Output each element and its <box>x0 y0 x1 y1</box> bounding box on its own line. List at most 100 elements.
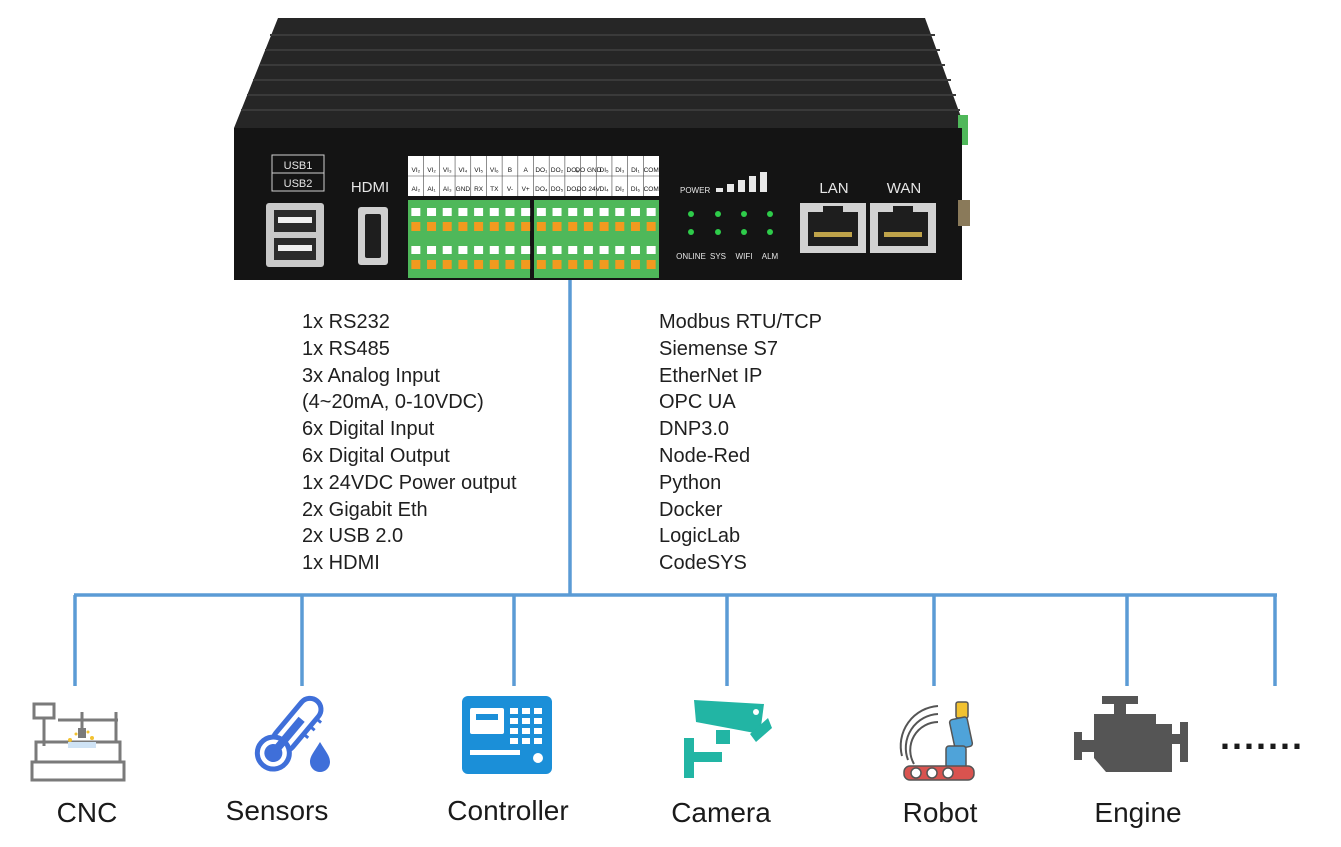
terminal-screw-hole <box>630 208 640 216</box>
terminal-screw-hole <box>536 208 546 216</box>
terminal-screw-hole <box>458 208 468 216</box>
terminal-label-bottom: V- <box>507 186 513 193</box>
protocol-item: DNP3.0 <box>659 418 730 441</box>
terminal-label-top: VI₆ <box>490 167 499 174</box>
terminal-label-bottom: AI₃ <box>443 186 452 193</box>
terminal-release-tab <box>536 260 546 269</box>
terminal-screw-hole <box>474 208 484 216</box>
terminal-screw-hole <box>442 246 452 254</box>
terminal-label-bottom: TX <box>490 186 499 193</box>
thermometer-icon <box>254 695 330 772</box>
terminal-release-tab <box>427 260 437 269</box>
terminal-release-tab <box>474 260 484 269</box>
protocol-item: LogicLab <box>659 525 741 548</box>
terminal-release-tab <box>489 260 499 269</box>
device-label-sensors: Sensors <box>225 795 329 826</box>
terminal-label-bottom: V+ <box>522 186 530 193</box>
terminal-screw-hole <box>646 208 656 216</box>
terminal-release-tab <box>568 260 578 269</box>
terminal-label-top: DO₁ <box>535 167 548 174</box>
protocol-item: OPC UA <box>659 391 736 414</box>
terminal-release-tab <box>646 260 656 269</box>
terminal-label-top: VI₂ <box>427 167 436 174</box>
terminal-label-bottom: AI₂ <box>412 186 421 193</box>
terminal-release-tab <box>505 222 515 231</box>
terminal-release-tab <box>599 260 609 269</box>
protocol-item: Modbus RTU/TCP <box>659 311 823 333</box>
terminal-label-top: VI₅ <box>474 167 483 174</box>
led-label-wifi: WIFI <box>736 252 753 261</box>
terminal-screw-hole <box>427 246 437 254</box>
io-feature-item: 3x Analog Input <box>302 364 440 387</box>
terminal-label-bottom: DI₄ <box>600 186 610 193</box>
device-label-controller: Controller <box>447 795 569 826</box>
terminal-label-top: B <box>508 167 512 174</box>
terminal-label-bottom: GND <box>456 186 471 193</box>
terminal-screw-hole <box>646 246 656 254</box>
terminal-release-tab <box>489 222 499 231</box>
protocol-item: CodeSYS <box>659 552 747 575</box>
terminal-screw-hole <box>505 246 515 254</box>
terminal-screw-hole <box>568 208 578 216</box>
terminal-label-top: DI₅ <box>600 167 610 174</box>
io-feature-list: 1x RS232 1x RS485 3x Analog Input (4~20m… <box>302 309 517 577</box>
terminal-screw-hole <box>458 246 468 254</box>
heatsink-top <box>234 18 965 128</box>
device-label-engine: Engine <box>1094 797 1182 828</box>
io-feature-item: 6x Digital Output <box>302 444 450 467</box>
io-feature-item: 2x USB 2.0 <box>302 525 404 548</box>
terminal-release-tab <box>521 260 531 269</box>
terminal-label-top: DI₃ <box>615 167 625 174</box>
terminal-release-tab <box>646 222 656 231</box>
terminal-label-top: DI₁ <box>631 167 641 174</box>
terminal-screw-hole <box>505 208 515 216</box>
terminal-label-top: VI₂ <box>412 167 421 174</box>
terminal-screw-hole <box>615 246 625 254</box>
terminal-label-bottom: DI₆ <box>631 186 641 193</box>
protocol-list: Modbus RTU/TCP Siemense S7 EtherNet IP O… <box>659 309 822 577</box>
terminal-label-bottom: DO₆ <box>567 186 580 193</box>
terminal-release-tab <box>630 222 640 231</box>
wan-label: WAN <box>887 180 921 197</box>
terminal-screw-hole <box>552 246 562 254</box>
gateway-device: USB1 USB2 HDMI VI₂AI₂VI₂AI₁VI₃AI₃VI₄GNDV… <box>234 18 970 280</box>
terminal-release-tab <box>583 222 593 231</box>
protocol-item: Siemense S7 <box>659 337 778 360</box>
protocol-item: Docker <box>659 498 723 521</box>
cnc-machine-icon <box>30 702 126 782</box>
io-feature-item: 2x Gigabit Eth <box>302 498 428 521</box>
terminal-release-tab <box>536 222 546 231</box>
terminal-screw-hole <box>489 208 499 216</box>
terminal-label-bottom: RX <box>474 186 484 193</box>
protocol-item: EtherNet IP <box>659 364 763 387</box>
usb2-label: USB2 <box>284 178 313 190</box>
terminal-label-top: COM <box>644 167 659 174</box>
terminal-release-tab <box>521 222 531 231</box>
terminal-screw-hole <box>489 246 499 254</box>
terminal-label-top: DO₂ <box>551 167 564 174</box>
terminal-release-tab <box>442 260 452 269</box>
terminal-screw-hole <box>568 246 578 254</box>
terminal-release-tab <box>583 260 593 269</box>
terminal-label-bottom: DI₂ <box>615 186 625 193</box>
status-leds <box>688 211 773 235</box>
terminal-release-tab <box>442 222 452 231</box>
terminal-label-bottom: AI₁ <box>427 186 436 193</box>
terminal-screw-hole <box>599 208 609 216</box>
terminal-screw-hole <box>630 246 640 254</box>
led-label-alm: ALM <box>762 252 779 261</box>
terminal-label-top: DO₃ <box>567 167 580 174</box>
terminal-screw-hole <box>411 208 421 216</box>
io-feature-item: 1x RS485 <box>302 337 390 360</box>
lan-port <box>800 203 866 253</box>
terminal-release-tab <box>568 222 578 231</box>
terminal-screw-hole <box>442 208 452 216</box>
protocol-item: Node-Red <box>659 444 751 467</box>
cctv-camera-icon <box>684 700 772 778</box>
terminal-release-tab <box>411 260 421 269</box>
terminal-release-tab <box>552 260 562 269</box>
device-label-robot: Robot <box>902 797 978 828</box>
engine-icon <box>1074 696 1188 772</box>
terminal-release-tab <box>599 222 609 231</box>
device-label-cnc: CNC <box>56 797 118 828</box>
